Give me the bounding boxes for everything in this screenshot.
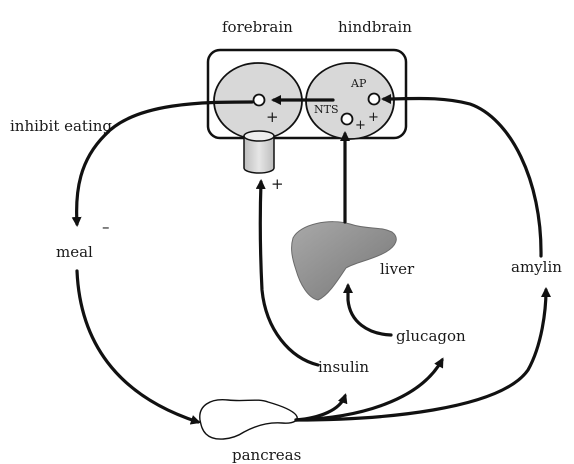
pancreas-label: pancreas: [232, 446, 301, 464]
pancreas-organ: [200, 400, 297, 439]
forebrain-label: forebrain: [222, 18, 293, 36]
ap-plus-sign: +: [368, 110, 379, 125]
glucagon-label: glucagon: [396, 327, 466, 345]
ap-node: [369, 94, 380, 105]
ap-label: AP: [350, 77, 367, 90]
meal-label: meal: [56, 243, 93, 261]
amylin-to-ap-arrow: [384, 98, 541, 256]
nts-plus-sign: +: [355, 118, 366, 133]
insulin-label: insulin: [318, 358, 369, 376]
meal-to-pancreas-arrow: [77, 271, 198, 422]
forebrain-plus-sign: +: [266, 108, 279, 126]
glucagon-to-liver-arrow: [348, 286, 391, 335]
nts-label: NTS: [314, 103, 339, 116]
inhibit-eating-label: inhibit eating: [10, 117, 112, 135]
liver-label: liver: [380, 260, 415, 278]
receptor-cylinder: [244, 131, 274, 173]
receptor-plus-sign: +: [271, 175, 284, 193]
hindbrain-label: hindbrain: [338, 18, 412, 36]
forebrain-node: [254, 95, 265, 106]
pancreas-to-amylin-arrow: [296, 290, 546, 420]
amylin-label: amylin: [511, 258, 562, 276]
meal-minus-sign: –: [102, 218, 110, 236]
nts-node: [342, 114, 353, 125]
